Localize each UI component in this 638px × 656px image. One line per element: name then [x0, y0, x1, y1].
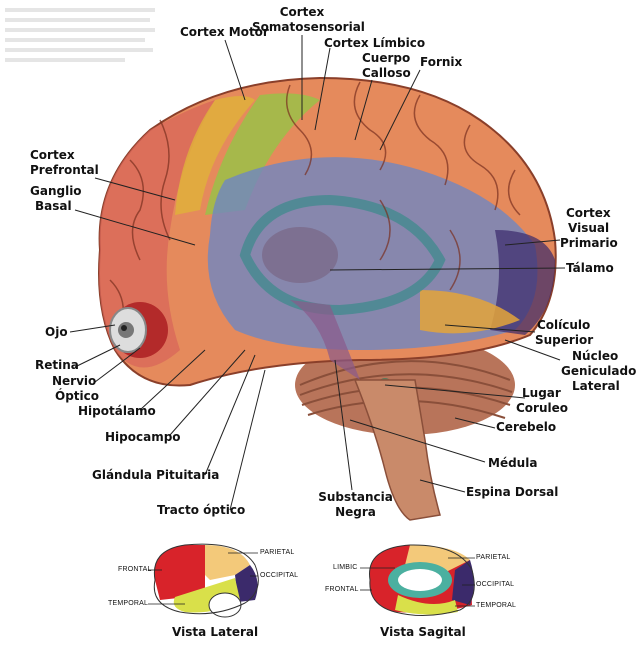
label-talamo: Tálamo	[566, 261, 614, 275]
eye	[109, 302, 168, 358]
lateral-caption: Vista Lateral	[172, 625, 259, 639]
label-hipotalamo: Hipotálamo	[78, 404, 156, 418]
sagital-label-limbic: LIMBIC	[333, 564, 358, 571]
sagital-label-parietal: PARIETAL	[476, 554, 511, 561]
label-lugar-2: Coruleo	[516, 401, 569, 415]
label-retina: Retina	[35, 358, 79, 372]
sagittal-view-diagram	[360, 544, 475, 617]
label-cerebelo: Cerebelo	[496, 420, 557, 434]
label-cortex-visual-2: Visual	[568, 221, 610, 235]
lateral-label-frontal: FRONTAL	[118, 566, 152, 573]
lateral-label-parietal: PARIETAL	[260, 549, 295, 556]
sagital-label-occipital: OCCIPITAL	[476, 581, 515, 588]
label-espina-dorsal: Espina Dorsal	[466, 485, 559, 499]
label-ojo: Ojo	[45, 325, 68, 339]
label-fornix: Fornix	[420, 55, 463, 69]
label-ganglio-basal-2: Basal	[35, 199, 72, 213]
sagital-caption: Vista Sagital	[380, 625, 466, 639]
label-medula: Médula	[488, 456, 538, 470]
label-coliculo-2: Superior	[535, 333, 594, 347]
label-nucleo-1: Núcleo	[572, 349, 619, 363]
lateral-label-occipital: OCCIPITAL	[260, 572, 299, 579]
label-tracto-optico: Tracto óptico	[157, 503, 246, 517]
label-cortex-somatosensorial-1: Cortex	[279, 5, 325, 19]
label-cortex-somatosensorial-2: Somatosensorial	[252, 20, 365, 34]
label-coliculo-1: Colículo	[537, 318, 591, 332]
lateral-label-temporal: TEMPORAL	[108, 600, 149, 607]
label-cortex-visual-3: Primario	[560, 236, 618, 250]
label-cortex-limbico: Cortex Límbico	[324, 36, 426, 50]
label-cortex-prefrontal-2: Prefrontal	[30, 163, 99, 177]
label-cuerpo-calloso-2: Calloso	[362, 66, 411, 80]
label-cortex-visual-1: Cortex	[566, 206, 611, 220]
sagital-label-temporal: TEMPORAL	[476, 602, 517, 609]
lateral-view-diagram	[148, 543, 259, 618]
label-glandula-pituitaria: Glándula Pituitaria	[92, 468, 220, 482]
label-cuerpo-calloso-1: Cuerpo	[362, 51, 411, 65]
background-texture	[5, 8, 155, 62]
label-cortex-motor: Cortex Motor	[180, 25, 269, 39]
label-substancia-1: Substancia	[318, 490, 393, 504]
label-nervio-2: Óptico	[55, 389, 99, 403]
label-hipocampo: Hipocampo	[105, 430, 181, 444]
label-nucleo-3: Lateral	[572, 379, 620, 393]
label-substancia-2: Negra	[335, 505, 376, 519]
label-ganglio-basal-1: Ganglio	[30, 184, 82, 198]
leader-lines	[69, 35, 566, 511]
label-cortex-prefrontal-1: Cortex	[30, 148, 75, 162]
label-nervio-1: Nervio	[52, 374, 97, 388]
cerebrum	[98, 76, 557, 387]
spinal-cord	[353, 379, 441, 521]
label-nucleo-2: Geniculado	[561, 364, 637, 378]
sagital-label-frontal: FRONTAL	[325, 586, 359, 593]
label-lugar-1: Lugar	[522, 386, 561, 400]
